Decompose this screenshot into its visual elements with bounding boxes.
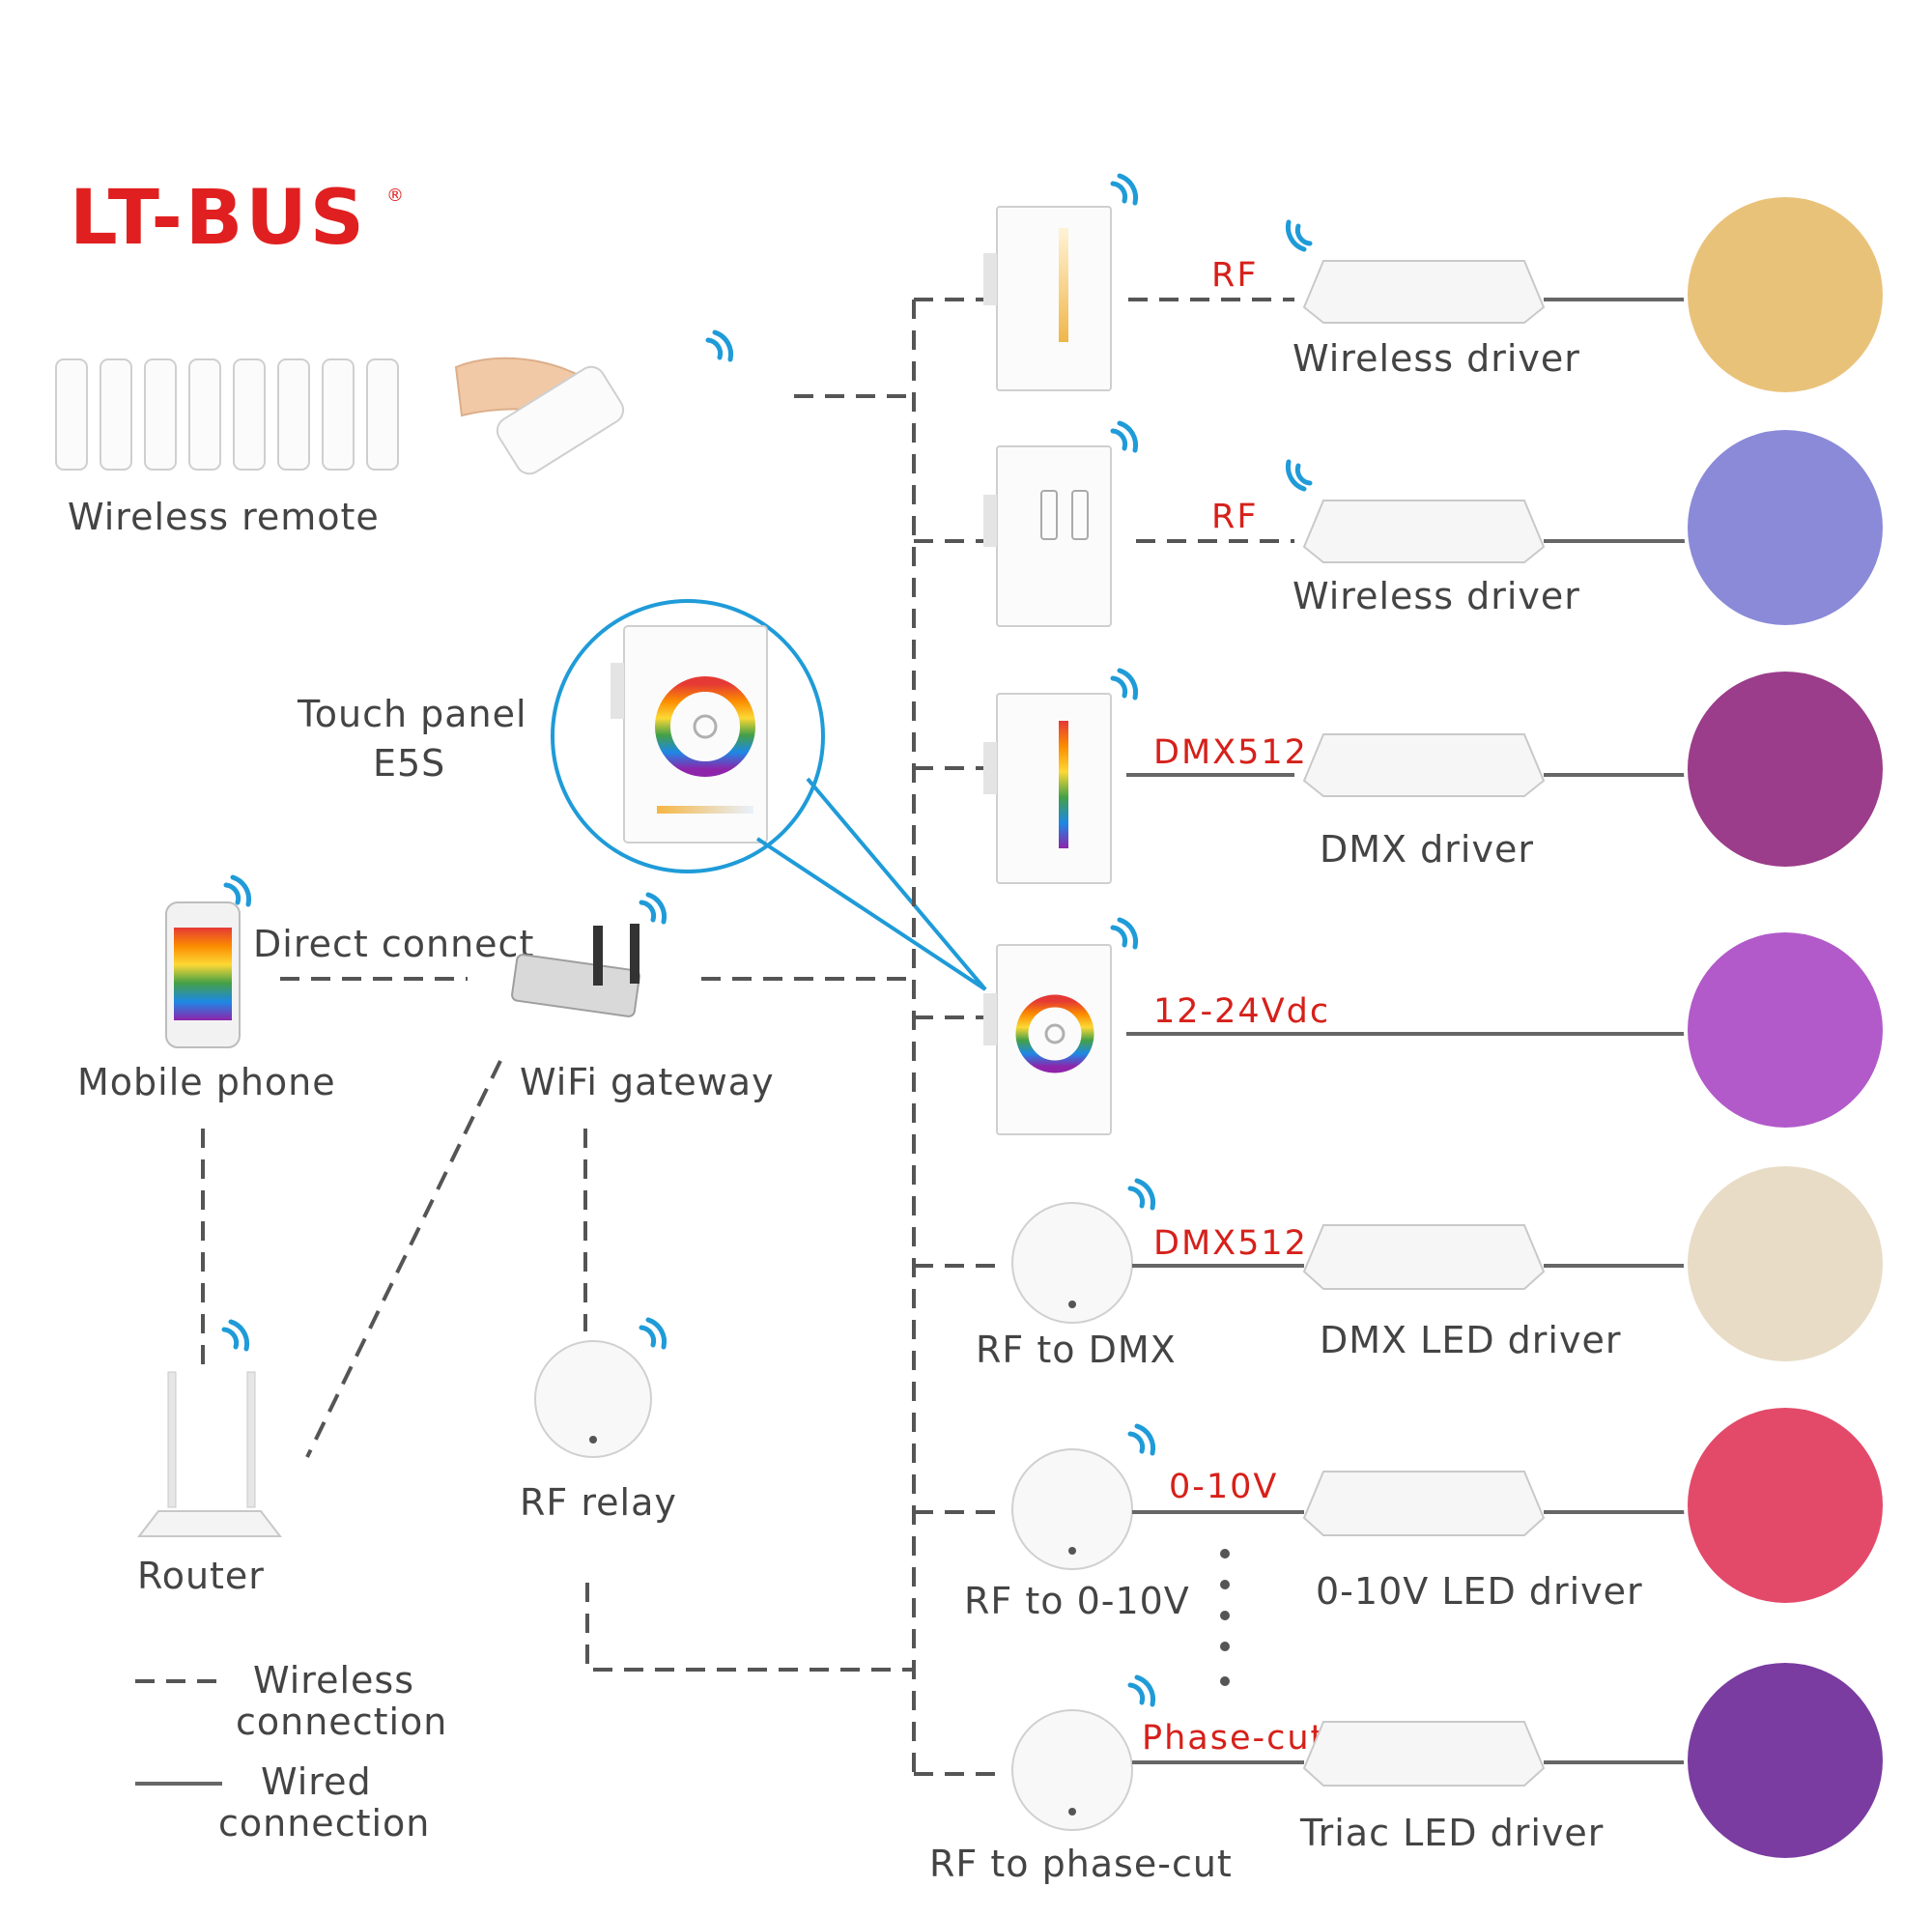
link-label-row-3: DMX512 <box>1153 733 1308 772</box>
remote-row-image <box>55 358 399 471</box>
dmx-driver-row-3 <box>1302 733 1546 797</box>
logo-text: LT-BUS <box>70 175 367 262</box>
brand-logo: LT-BUS ® <box>70 175 404 262</box>
legend: Wireless connection Wired connection <box>135 1659 447 1845</box>
scene-row-3 <box>1684 668 1887 871</box>
wireless-signal-icon <box>1285 219 1313 252</box>
wireless-signal-icon <box>1110 420 1139 453</box>
wireless-driver-row-1 <box>1302 260 1546 324</box>
wireless-signal-icon <box>223 874 252 907</box>
link-label-row-1: RF <box>1211 256 1258 295</box>
scene-row-1 <box>1684 193 1887 396</box>
panel-row-3 <box>983 693 1112 884</box>
rf-converter-row-5 <box>1011 1202 1133 1324</box>
device-label-row-7: RF to phase-cut <box>929 1843 1233 1885</box>
registered-mark: ® <box>386 186 404 206</box>
wireless-signal-icon <box>1127 1423 1156 1456</box>
wireless-signal-icon <box>1127 1178 1156 1211</box>
wireless-signal-icon <box>705 329 734 362</box>
legend-wired-label-line2: connection <box>218 1802 430 1845</box>
link-label-row-7: Phase-cut <box>1142 1719 1325 1758</box>
rf-converter-row-7 <box>1011 1709 1133 1831</box>
driver-label-row-7: Triac LED driver <box>1299 1812 1604 1854</box>
wireless-driver-row-2 <box>1302 500 1546 563</box>
wireless-signal-icon <box>1127 1674 1156 1707</box>
panel-row-2 <box>983 445 1112 627</box>
wireless-signal-icon <box>221 1319 250 1352</box>
direct-connect-label: Direct connect <box>253 923 534 965</box>
router-image <box>136 1371 283 1537</box>
wireless-signal-icon <box>1110 917 1139 950</box>
wireless-signal-icon <box>1285 459 1313 492</box>
triac-led-driver-row-7 <box>1302 1721 1546 1787</box>
more-devices-ellipsis <box>1220 1549 1230 1686</box>
driver-label-row-3: DMX driver <box>1320 828 1534 871</box>
rf-relay-label: RF relay <box>520 1481 677 1524</box>
legend-wired-label: Wired <box>261 1760 372 1803</box>
legend-wireless-label-line2: connection <box>236 1701 447 1743</box>
link-label-row-5: DMX512 <box>1153 1224 1308 1263</box>
left-wireless-links <box>201 394 914 1672</box>
panel-row-4 <box>983 944 1112 1135</box>
wifi-gateway-image <box>511 924 640 1017</box>
scene-row-2 <box>1684 426 1887 629</box>
wireless-signal-icon <box>1110 668 1139 701</box>
mobile-phone-label: Mobile phone <box>77 1061 336 1103</box>
scene-row-7 <box>1684 1659 1887 1862</box>
device-label-row-6: RF to 0-10V <box>964 1580 1190 1622</box>
wireless-bus <box>912 298 1005 1778</box>
mobile-phone-image <box>165 901 241 1048</box>
touch-panel-model-label: E5S <box>373 742 445 785</box>
wireless-signal-icon <box>639 892 668 925</box>
touch-panel-callout <box>551 599 987 991</box>
panel-row-1 <box>983 206 1112 391</box>
wireless-signal-icon <box>1110 173 1139 206</box>
driver-label-row-1: Wireless driver <box>1293 337 1580 380</box>
hand-with-remote-image <box>454 357 625 475</box>
legend-wireless-label: Wireless <box>253 1659 414 1702</box>
link-label-row-2: RF <box>1211 498 1258 536</box>
link-label-row-6: 0-10V <box>1169 1468 1278 1506</box>
rf-converter-row-6 <box>1011 1448 1133 1570</box>
dmx-led-driver-row-5 <box>1302 1224 1546 1290</box>
wireless-remote-label: Wireless remote <box>68 496 380 538</box>
wireless-signal-icon <box>639 1317 668 1350</box>
driver-label-row-2: Wireless driver <box>1293 575 1580 617</box>
link-label-row-4: 12-24Vdc <box>1153 992 1330 1031</box>
touch-panel-label: Touch panel <box>297 693 527 735</box>
analog-led-driver-row-6 <box>1302 1471 1546 1536</box>
scene-row-5 <box>1684 1162 1887 1365</box>
device-label-row-5: RF to DMX <box>976 1329 1177 1371</box>
router-label: Router <box>137 1555 265 1597</box>
driver-label-row-5: DMX LED driver <box>1320 1319 1621 1361</box>
wifi-gateway-label: WiFi gateway <box>520 1061 775 1103</box>
scene-row-6 <box>1684 1404 1887 1607</box>
scene-row-4 <box>1684 929 1887 1131</box>
rf-relay-image <box>534 1340 652 1458</box>
driver-label-row-6: 0-10V LED driver <box>1316 1570 1643 1613</box>
